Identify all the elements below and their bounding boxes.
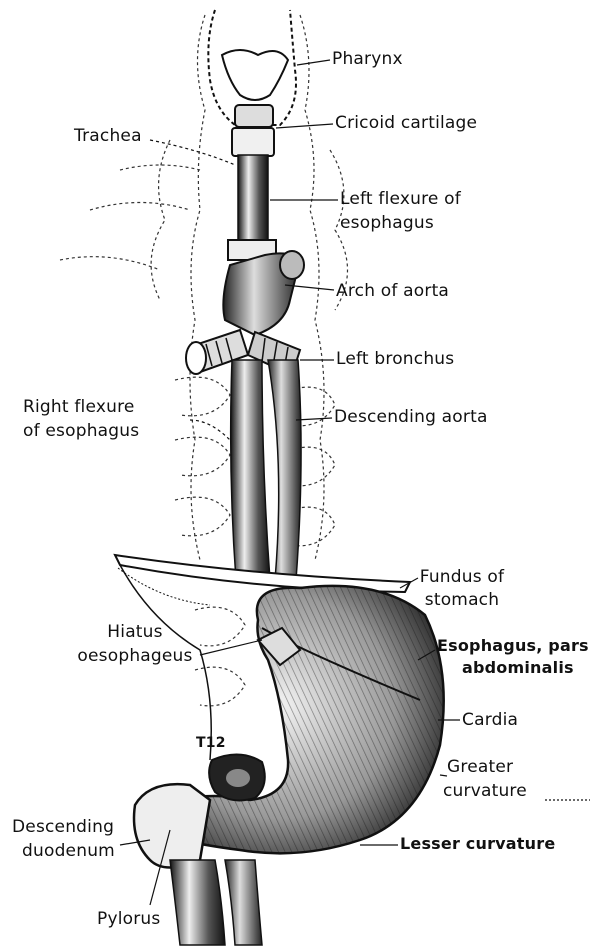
label-fundus-line2: stomach	[412, 591, 512, 610]
label-left-flexure-line1: Left flexure of	[340, 190, 461, 209]
aortic-arch	[223, 251, 304, 335]
label-t12: T12	[196, 734, 226, 753]
label-greater-curvature-line1: Greater	[447, 758, 513, 777]
label-right-flexure-line1: Right flexure	[23, 398, 135, 417]
label-hiatus-line2: oesophageus	[70, 647, 200, 666]
label-descending-duodenum-line1: Descending	[12, 818, 114, 837]
label-cricoid-cartilage: Cricoid cartilage	[335, 114, 477, 133]
label-right-flexure-line2: of esophagus	[23, 422, 139, 441]
label-hiatus-line1: Hiatus	[70, 623, 200, 642]
label-descending-duodenum-line2: duodenum	[22, 842, 115, 861]
stomach	[168, 586, 444, 853]
label-esophagus-abdominal-line1: Esophagus, pars	[437, 636, 589, 655]
vertebra-t12	[209, 754, 265, 800]
label-greater-curvature-line2: curvature	[443, 782, 527, 801]
pharynx-shape	[208, 10, 296, 156]
label-esophagus-abdominal-line2: abdominalis	[462, 658, 574, 677]
label-left-bronchus: Left bronchus	[336, 350, 454, 369]
label-descending-aorta: Descending aorta	[334, 408, 488, 427]
label-lesser-curvature: Lesser curvature	[400, 834, 555, 853]
label-fundus-line1: Fundus of	[412, 568, 512, 587]
label-cardia: Cardia	[462, 711, 518, 730]
label-pharynx: Pharynx	[332, 50, 403, 69]
label-trachea: Trachea	[74, 127, 142, 146]
label-pylorus: Pylorus	[97, 910, 160, 929]
label-arch-of-aorta: Arch of aorta	[336, 282, 449, 301]
esophagus-thoracic	[231, 360, 301, 580]
label-left-flexure-line2: esophagus	[340, 214, 434, 233]
esophagus-upper	[228, 155, 276, 260]
